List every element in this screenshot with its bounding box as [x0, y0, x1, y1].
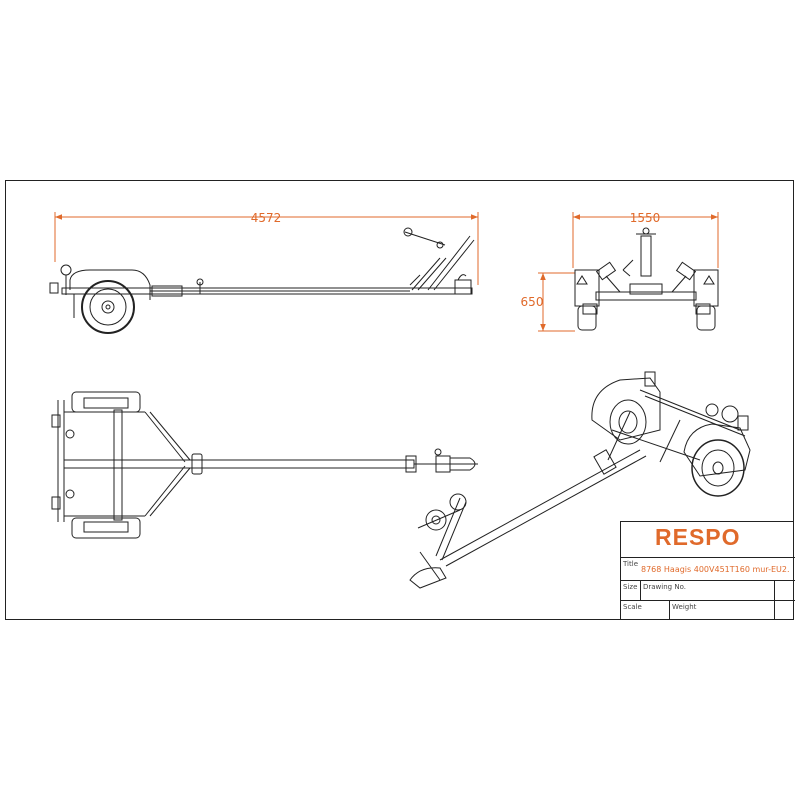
rear-view [538, 212, 719, 332]
iso-rear-fender [591, 377, 661, 441]
rear-axle [595, 291, 697, 301]
side-wheel [81, 280, 135, 334]
isometric-view [409, 371, 751, 589]
top-left-fender [71, 391, 141, 413]
length-dimension [54, 212, 479, 285]
iso-wheel [691, 439, 745, 497]
title-value: 8768 Haagis 400V451T160 mur-EU2. [641, 565, 790, 574]
size-row: Size Drawing No. [621, 581, 795, 601]
scale-label: Scale [623, 603, 642, 611]
height-dimension [538, 272, 575, 332]
rear-jockey-wheel [640, 235, 652, 277]
rear-left-fender [574, 269, 600, 307]
side-winch-post [411, 257, 447, 291]
top-right-fender [71, 517, 141, 539]
brand-logo: RESPO [655, 524, 741, 550]
iso-winch-post [435, 497, 467, 561]
height-dimension-label: 650 [521, 295, 544, 309]
iso-drawbar [439, 449, 641, 561]
size-label: Size [623, 583, 638, 591]
drawing-no-label: Drawing No. [643, 583, 686, 591]
side-drawbar [61, 287, 473, 295]
width-dimension [572, 212, 719, 268]
side-fender [69, 269, 151, 300]
top-axle [113, 409, 123, 521]
title-block: RESPO Title 8768 Haagis 400V451T160 mur-… [620, 521, 795, 620]
title-row: Title 8768 Haagis 400V451T160 mur-EU2. [621, 558, 795, 581]
length-dimension-label: 4572 [251, 211, 282, 225]
iso-front-fender [683, 423, 751, 477]
scale-row: Scale Weight [621, 601, 795, 620]
top-drawbar [63, 459, 415, 469]
top-view [51, 391, 478, 539]
width-dimension-label: 1550 [630, 211, 661, 225]
rear-right-fender [693, 269, 719, 307]
weight-label: Weight [672, 603, 697, 611]
title-label: Title [623, 560, 639, 568]
logo-cell: RESPO [621, 522, 795, 558]
side-view [49, 212, 479, 334]
